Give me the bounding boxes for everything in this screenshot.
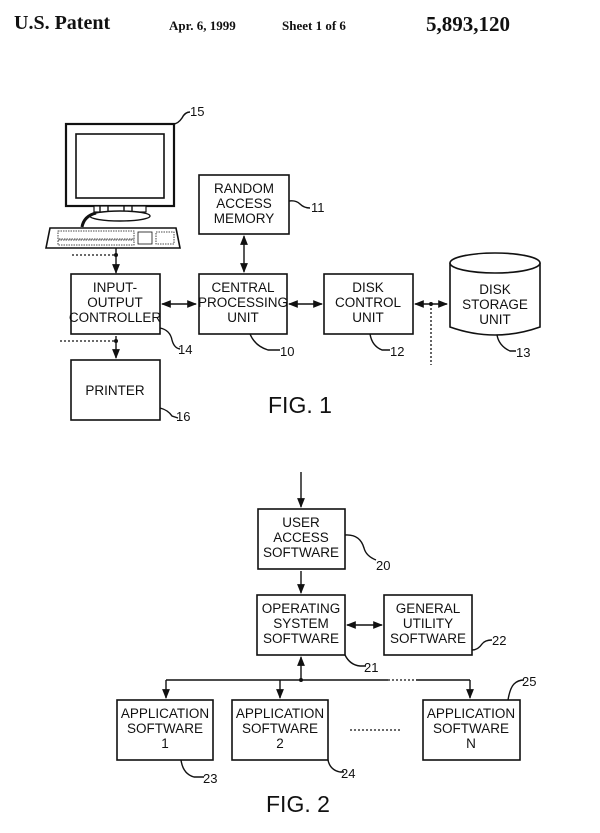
svg-text:OPERATING: OPERATING — [262, 601, 341, 616]
application-software-n-box: APPLICATION SOFTWARE N 25 — [422, 674, 536, 761]
svg-text:OUTPUT: OUTPUT — [87, 295, 143, 310]
svg-text:13: 13 — [516, 345, 530, 360]
svg-text:2: 2 — [276, 736, 284, 751]
patent-date: Apr. 6, 1999 — [169, 18, 236, 33]
svg-text:PRINTER: PRINTER — [85, 383, 145, 398]
disk-storage-unit-cylinder: DISK STORAGE UNIT 13 — [449, 252, 541, 360]
svg-text:SOFTWARE: SOFTWARE — [242, 721, 318, 736]
svg-text:1: 1 — [161, 736, 169, 751]
svg-text:APPLICATION: APPLICATION — [236, 706, 324, 721]
svg-text:10: 10 — [280, 344, 294, 359]
svg-text:STORAGE: STORAGE — [462, 297, 528, 312]
svg-text:SOFTWARE: SOFTWARE — [263, 545, 339, 560]
svg-text:MEMORY: MEMORY — [214, 211, 275, 226]
patent-number: 5,893,120 — [426, 12, 510, 36]
svg-text:USER: USER — [282, 515, 320, 530]
svg-text:CONTROL: CONTROL — [335, 295, 401, 310]
input-output-controller-box: INPUT- OUTPUT CONTROLLER 14 — [69, 273, 192, 357]
random-access-memory-box: RANDOM ACCESS MEMORY 11 — [198, 174, 325, 235]
svg-text:N: N — [466, 736, 476, 751]
sheet-number: Sheet 1 of 6 — [282, 18, 346, 33]
svg-text:SOFTWARE: SOFTWARE — [263, 631, 339, 646]
svg-text:ACCESS: ACCESS — [273, 530, 329, 545]
svg-text:SYSTEM: SYSTEM — [273, 616, 329, 631]
user-access-software-box: USER ACCESS SOFTWARE 20 — [257, 508, 390, 573]
computer-workstation-icon: 15 — [45, 104, 204, 249]
svg-text:UNIT: UNIT — [479, 312, 511, 327]
svg-text:CONTROLLER: CONTROLLER — [69, 310, 162, 325]
patent-label: U.S. Patent — [14, 12, 111, 34]
svg-text:SOFTWARE: SOFTWARE — [127, 721, 203, 736]
svg-text:11: 11 — [311, 200, 325, 215]
svg-text:SOFTWARE: SOFTWARE — [433, 721, 509, 736]
svg-text:APPLICATION: APPLICATION — [427, 706, 515, 721]
svg-text:25: 25 — [522, 674, 536, 689]
svg-text:14: 14 — [178, 342, 192, 357]
svg-text:20: 20 — [376, 558, 390, 573]
application-software-2-box: APPLICATION SOFTWARE 2 24 — [231, 699, 355, 781]
svg-text:24: 24 — [341, 766, 355, 781]
svg-text:DISK: DISK — [479, 282, 511, 297]
svg-text:22: 22 — [492, 633, 506, 648]
svg-text:UTILITY: UTILITY — [403, 616, 453, 631]
central-processing-unit-box: CENTRAL PROCESSING UNIT 10 — [198, 273, 294, 359]
svg-text:23: 23 — [203, 771, 217, 786]
svg-text:CENTRAL: CENTRAL — [211, 280, 275, 295]
disk-control-unit-box: DISK CONTROL UNIT 12 — [323, 273, 414, 359]
svg-text:UNIT: UNIT — [227, 310, 259, 325]
printer-box: PRINTER 16 — [70, 359, 190, 424]
figure-2-caption: FIG. 2 — [266, 791, 330, 817]
svg-text:16: 16 — [176, 409, 190, 424]
svg-text:RANDOM: RANDOM — [214, 181, 274, 196]
figure-1-caption: FIG. 1 — [268, 392, 332, 418]
svg-text:21: 21 — [364, 660, 378, 675]
svg-text:UNIT: UNIT — [352, 310, 384, 325]
application-software-1-box: APPLICATION SOFTWARE 1 23 — [116, 699, 217, 786]
svg-text:SOFTWARE: SOFTWARE — [390, 631, 466, 646]
svg-text:DISK: DISK — [352, 280, 384, 295]
svg-text:PROCESSING: PROCESSING — [198, 295, 288, 310]
svg-text:12: 12 — [390, 344, 404, 359]
general-utility-software-box: GENERAL UTILITY SOFTWARE 22 — [383, 594, 506, 656]
svg-text:APPLICATION: APPLICATION — [121, 706, 209, 721]
svg-text:GENERAL: GENERAL — [396, 601, 461, 616]
svg-text:INPUT-: INPUT- — [93, 280, 137, 295]
ref-15: 15 — [190, 104, 204, 119]
svg-text:ACCESS: ACCESS — [216, 196, 272, 211]
operating-system-software-box: OPERATING SYSTEM SOFTWARE 21 — [256, 594, 378, 675]
